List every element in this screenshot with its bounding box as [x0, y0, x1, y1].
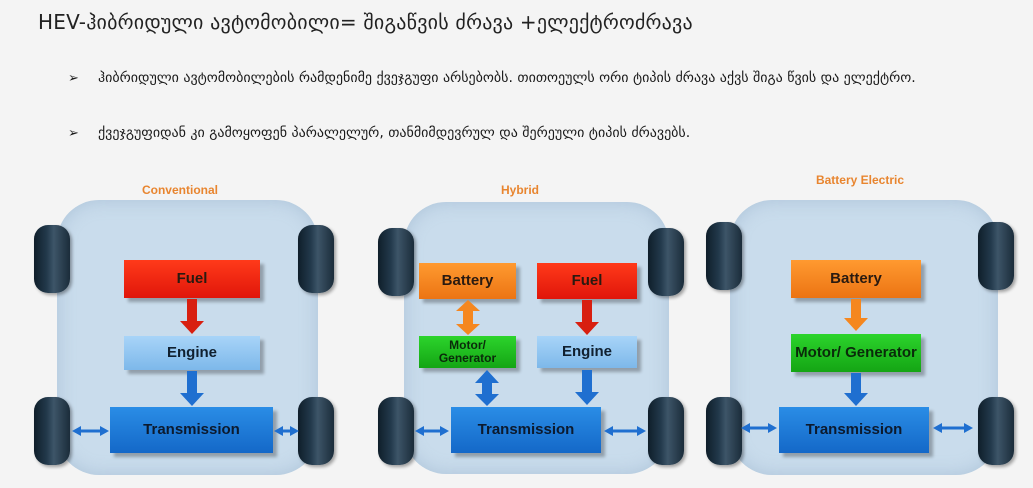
wheel-icon	[648, 228, 684, 296]
arrow-down-icon	[575, 370, 599, 405]
fuel-box: Fuel	[124, 260, 260, 298]
wheel-icon	[648, 397, 684, 465]
arrow-down-icon	[844, 373, 868, 406]
battery-box: Battery	[791, 260, 921, 298]
conventional-heading: Conventional	[141, 183, 218, 197]
slide-title: HEV-ჰიბრიდული ავტომობილი= შიგაწვის ძრავა…	[38, 10, 693, 34]
wheel-icon	[298, 225, 334, 293]
motor-generator-box: Motor/ Generator	[791, 334, 921, 372]
engine-box: Engine	[537, 336, 637, 368]
wheel-icon	[706, 222, 742, 290]
wheel-icon	[978, 397, 1014, 465]
double-arrow-icon	[604, 426, 646, 436]
hybrid-heading: Hybrid	[500, 183, 539, 197]
wheel-icon	[378, 397, 414, 465]
transmission-box: Transmission	[110, 407, 273, 453]
bullet-text: ჰიბრიდული ავტომობილების რამდენიმე ქვეჯგუ…	[98, 70, 916, 86]
arrow-bullet-icon: ➢	[68, 71, 79, 86]
wheel-icon	[978, 222, 1014, 290]
wheel-icon	[34, 397, 70, 465]
wheel-icon	[34, 225, 70, 293]
double-arrow-icon	[274, 426, 299, 436]
arrow-down-icon	[575, 300, 599, 335]
wheel-icon	[298, 397, 334, 465]
double-arrow-icon	[456, 300, 480, 335]
double-arrow-icon	[72, 426, 109, 436]
double-arrow-icon	[475, 370, 499, 406]
double-arrow-icon	[741, 423, 777, 433]
bullet-text: ქვეჯგუფიდან კი გამოყოფენ პარალელურ, თანმ…	[98, 125, 691, 141]
arrow-down-icon	[180, 371, 204, 406]
battery-box: Battery	[419, 263, 516, 299]
wheel-icon	[706, 397, 742, 465]
arrow-down-icon	[844, 299, 868, 331]
motor-generator-box: Motor/ Generator	[419, 336, 516, 368]
double-arrow-icon	[933, 423, 973, 433]
wheel-icon	[378, 228, 414, 296]
battery-electric-heading: Battery Electric	[815, 173, 905, 187]
transmission-box: Transmission	[451, 407, 601, 453]
engine-box: Engine	[124, 336, 260, 370]
arrow-bullet-icon: ➢	[68, 126, 79, 141]
arrow-down-icon	[180, 299, 204, 334]
double-arrow-icon	[415, 426, 449, 436]
fuel-box: Fuel	[537, 263, 637, 299]
transmission-box: Transmission	[779, 407, 929, 453]
